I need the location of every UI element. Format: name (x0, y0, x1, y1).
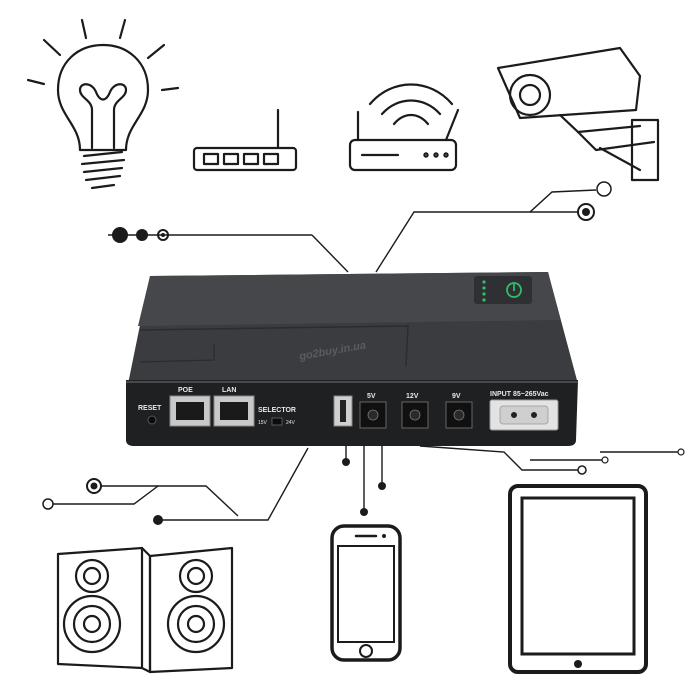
tablet-icon (508, 484, 648, 674)
power-logo-icon (506, 282, 522, 298)
input-label: INPUT 85~265Vac (490, 391, 549, 398)
out-12v-label: 12V (406, 393, 419, 400)
connector-lines-top (108, 181, 612, 273)
cctv-camera-icon (496, 46, 660, 182)
selector-15v-label: 15V (258, 420, 268, 426)
reset-label: RESET (138, 405, 162, 412)
smartphone-icon (330, 524, 402, 662)
reset-button (147, 415, 157, 425)
speakers-icon (56, 546, 234, 674)
switch-icon (192, 108, 298, 172)
usb-label: USB (334, 431, 351, 440)
poe-label: POE (178, 387, 193, 394)
lan-label: LAN (222, 387, 236, 394)
selector-label: SELECTOR (258, 407, 296, 414)
wifi-router-icon (348, 83, 460, 172)
out-9v-label: 9V (452, 393, 461, 400)
voltage-selector-switch (271, 417, 283, 426)
connector-lines-bottom (42, 445, 685, 525)
mini-ups-device: go2buy.in.ua RESET POE LAN SELECTOR 15V … (126, 272, 578, 446)
out-5v-label: 5V (367, 393, 376, 400)
selector-24v-label: 24V (286, 420, 296, 426)
lightbulb-icon (26, 18, 180, 190)
